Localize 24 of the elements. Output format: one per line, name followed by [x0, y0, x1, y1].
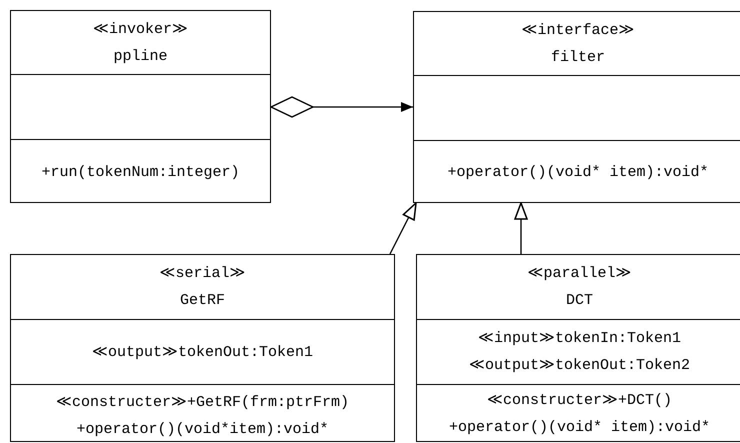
generalization-arrow — [389, 202, 417, 254]
operation-text: ≪constructer≫+DCT() — [486, 391, 672, 411]
class-box — [416, 254, 740, 442]
attribute-text: ≪output≫tokenOut:Token1 — [92, 342, 314, 362]
aggregation-arrow — [270, 96, 413, 118]
stereotype-label: ≪interface≫ — [521, 20, 634, 40]
stereotype-label: ≪serial≫ — [159, 264, 246, 284]
class-box — [10, 254, 395, 442]
class-box — [413, 11, 740, 203]
operation-text: +run(tokenNum:integer) — [41, 162, 240, 182]
operation-text: +operator()(void* item):void* — [447, 163, 709, 183]
attribute-text: ≪output≫tokenOut:Token2 — [468, 356, 690, 376]
stereotype-label: ≪parallel≫ — [527, 264, 632, 284]
attribute-text: ≪input≫tokenIn:Token1 — [478, 329, 682, 349]
class-name: ppline — [113, 46, 168, 66]
operation-text: +operator()(void*item):void* — [76, 420, 329, 440]
class-name: DCT — [566, 291, 593, 311]
stereotype-label: ≪invoker≫ — [92, 20, 188, 40]
class-name: GetRF — [180, 291, 225, 311]
class-box — [10, 10, 271, 203]
generalization-arrow — [514, 202, 528, 254]
operation-text: ≪constructer≫+GetRF(frm:ptrFrm) — [56, 393, 350, 413]
class-name: filter — [550, 48, 605, 68]
operation-text: +operator()(void* item):void* — [448, 418, 710, 438]
